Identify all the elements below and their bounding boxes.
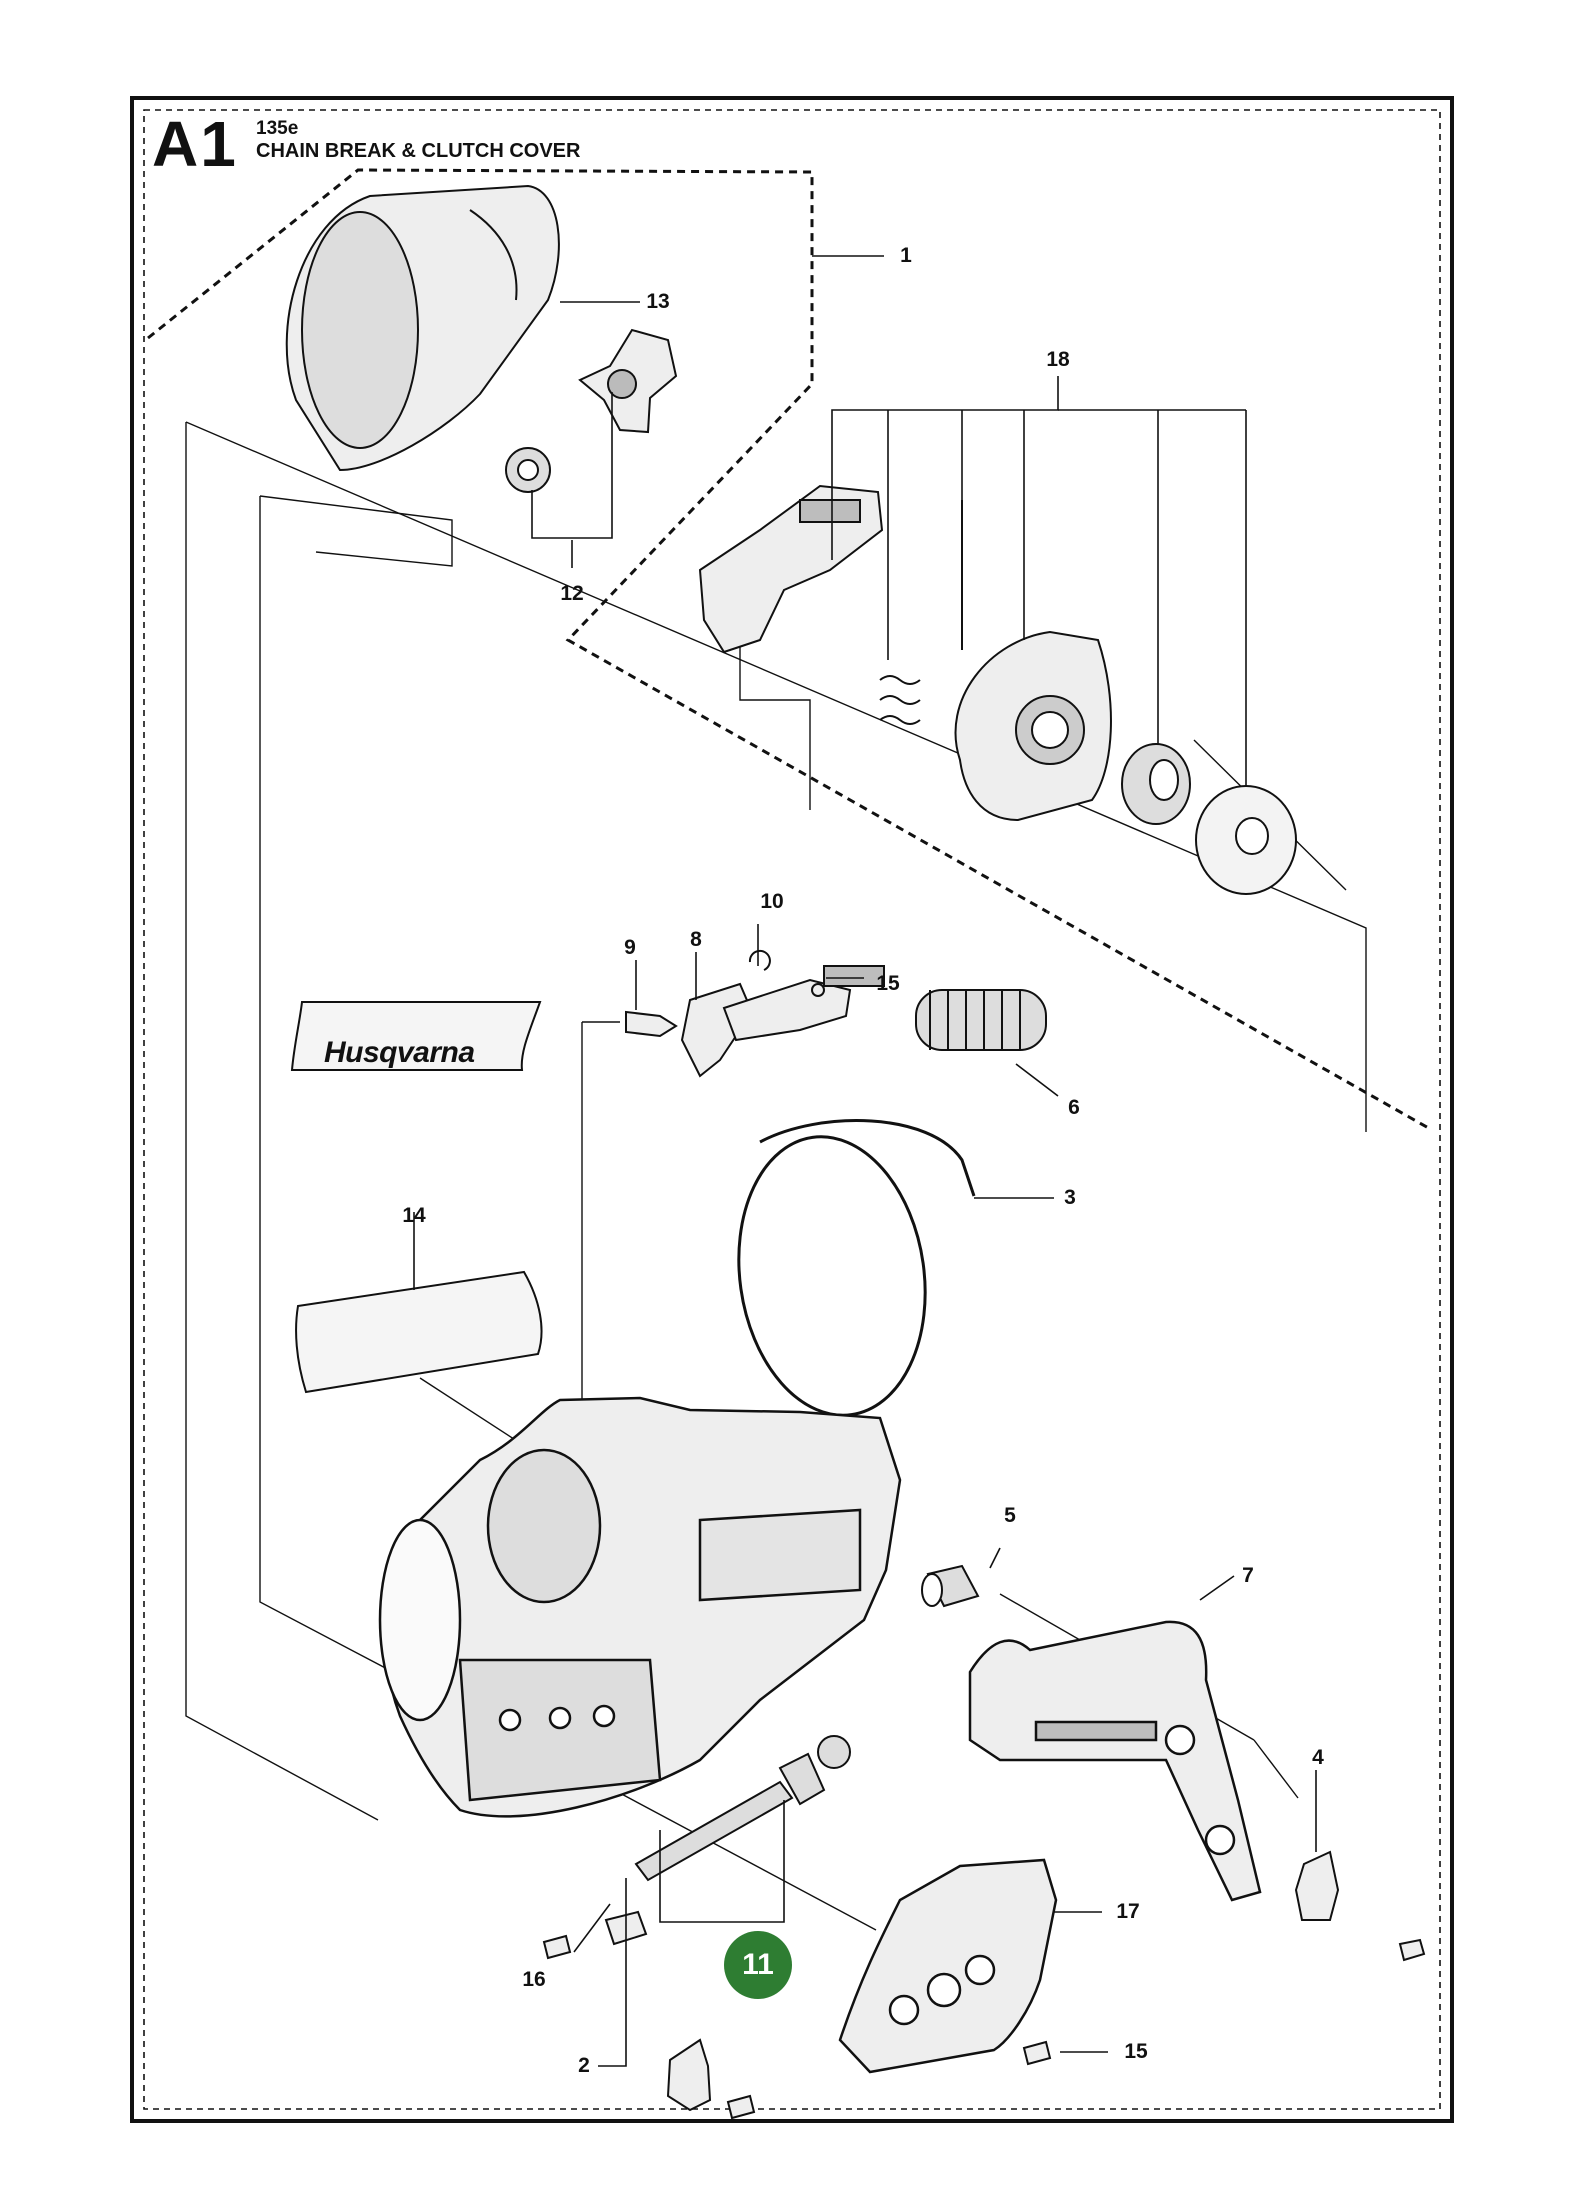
callout-15-lower: 15	[1124, 2040, 1148, 2063]
callout-7: 7	[1242, 1564, 1254, 1587]
brake-mechanism-parts	[625, 949, 885, 1078]
callout-3: 3	[1064, 1186, 1076, 1209]
callout-1: 1	[900, 244, 912, 267]
outer-frame	[130, 96, 1454, 2123]
callout-17: 17	[1116, 1900, 1140, 1923]
bar-guard-part-7	[968, 1620, 1262, 1902]
spring-part-6	[915, 989, 1047, 1051]
spring-and-pin-part-18	[879, 500, 963, 725]
brake-drum-part-18	[954, 630, 1112, 822]
callout-10: 10	[760, 890, 784, 913]
callout-16: 16	[522, 1968, 546, 1991]
callout-5: 5	[1004, 1504, 1016, 1527]
brake-trigger-part-18	[698, 484, 884, 654]
callout-18: 18	[1046, 348, 1070, 371]
brand-decal-text: Husqvarna	[324, 1036, 475, 1069]
section-code: A1	[152, 108, 238, 180]
callout-15-upper: 15	[876, 972, 900, 995]
callout-2: 2	[578, 2054, 590, 2077]
callout-4: 4	[1312, 1746, 1324, 1769]
model-number: 135e	[256, 118, 299, 139]
bar-clamp-part-4	[1294, 1850, 1426, 1962]
washer-part-18	[1195, 785, 1297, 895]
callout-14: 14	[402, 1204, 426, 1227]
callout-12: 12	[560, 582, 584, 605]
callout-9: 9	[624, 936, 636, 959]
small-parts-2-16	[542, 1910, 1052, 2120]
leader-lines	[413, 255, 1317, 2067]
inner-dashed-frame	[143, 109, 1441, 2110]
highlight-badge-11[interactable]: 11	[724, 1931, 792, 1999]
callout-8: 8	[690, 928, 702, 951]
brake-band-part-3	[737, 1119, 976, 1417]
adjuster-shaft-part-11	[634, 1735, 851, 1882]
needle-bearing-part-18	[1121, 743, 1191, 825]
clutch-cover-part-13	[285, 184, 560, 472]
bushing-part-5	[921, 1564, 980, 1608]
diagram-title: CHAIN BREAK & CLUTCH COVER	[256, 140, 581, 162]
callout-13: 13	[646, 290, 670, 313]
clutch-cover-housing	[378, 1396, 902, 1818]
callout-6: 6	[1068, 1096, 1080, 1119]
kit-boundary-dashed	[147, 168, 1433, 1132]
star-knob-part-12	[505, 328, 678, 493]
decal-part-14	[290, 1001, 543, 1394]
cover-plate-part-17	[838, 1858, 1058, 2074]
